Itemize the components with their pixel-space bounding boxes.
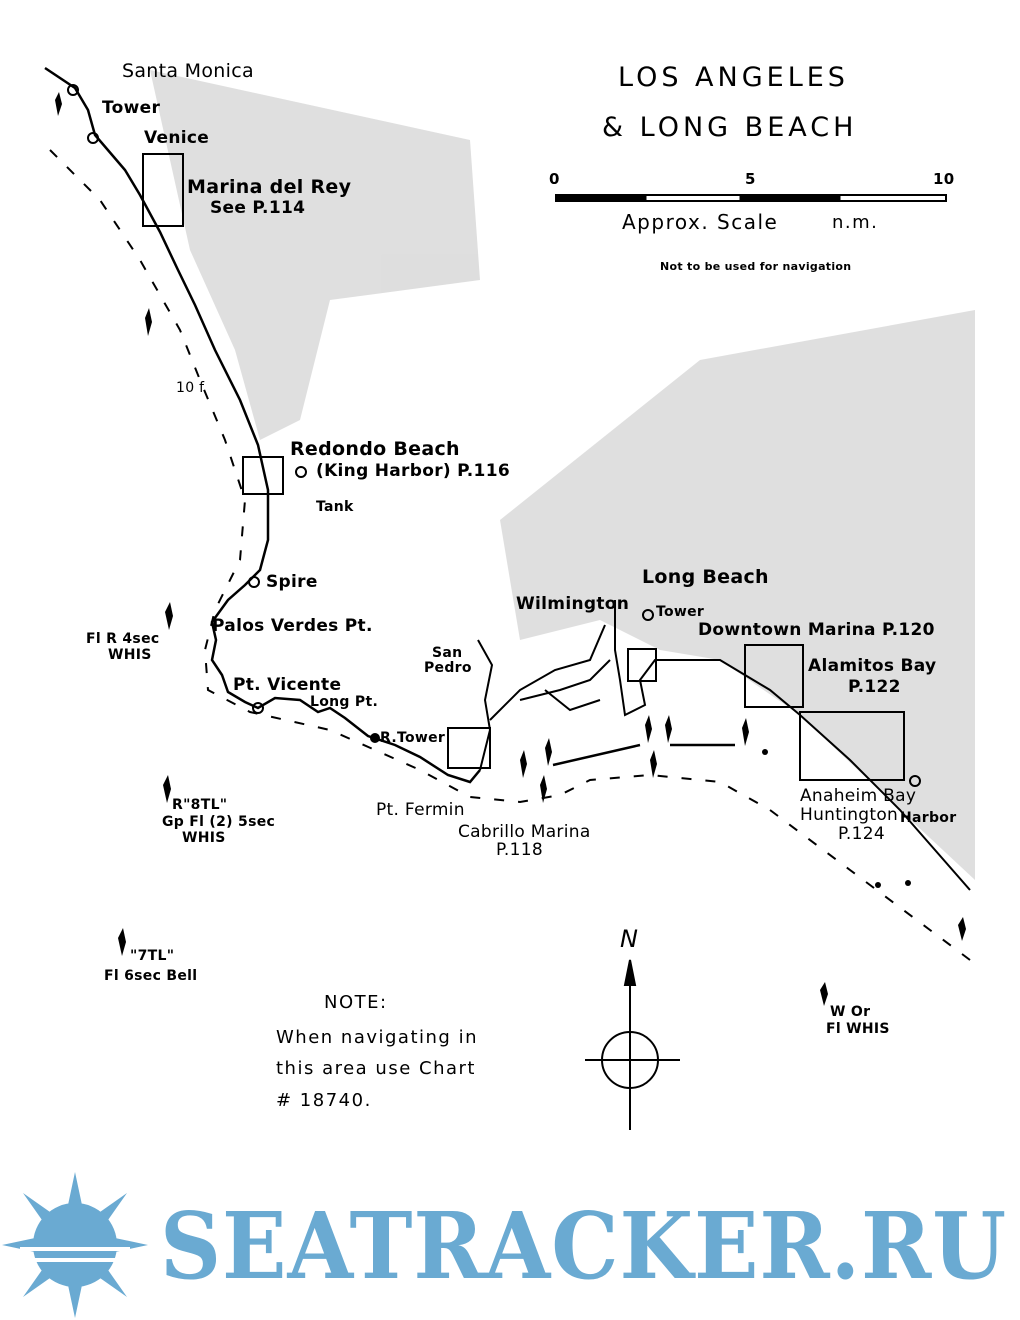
scale-bar	[555, 194, 947, 202]
label-san-pedro-2: Pedro	[424, 660, 472, 676]
label-redondo-beach: Redondo Beach	[290, 438, 460, 460]
label-buoy-8tl: R"8TL"	[172, 797, 228, 813]
label-marina-del-rey: Marina del Rey	[187, 176, 352, 198]
note-line-1: When navigating in	[276, 1027, 478, 1048]
inset-boxes	[142, 153, 905, 781]
label-cabrillo-marina: Cabrillo Marina	[458, 822, 591, 842]
land-shading	[150, 70, 975, 880]
scale-tick-5: 5	[745, 170, 756, 188]
label-tower-long-beach: Tower	[656, 604, 705, 620]
label-buoy-7tl: "7TL"	[130, 948, 175, 964]
label-san-pedro-1: San	[432, 645, 463, 661]
note-line-3: # 18740.	[276, 1090, 372, 1111]
scale-label: Approx. Scale	[622, 210, 779, 234]
label-wilmington: Wilmington	[516, 594, 630, 614]
label-buoy-wor: W Or	[830, 1004, 871, 1020]
scale-tick-10: 10	[933, 170, 955, 188]
label-pv-light: Fl R 4sec	[86, 631, 160, 647]
label-venice: Venice	[144, 128, 210, 148]
label-pv-whistle: WHIS	[108, 647, 152, 663]
compass-rose	[585, 959, 680, 1130]
label-cabrillo-marina-ref: P.118	[496, 840, 543, 860]
label-long-pt: Long Pt.	[310, 694, 379, 710]
depth-contour-10f	[49, 149, 971, 961]
label-tower-santa-monica: Tower	[102, 98, 161, 118]
label-king-harbor: (King Harbor) P.116	[316, 461, 510, 481]
label-tank: Tank	[316, 499, 354, 515]
watermark-sun-logo	[2, 1172, 148, 1318]
navigation-disclaimer: Not to be used for navigation	[660, 260, 852, 273]
compass-north-label: N	[620, 925, 639, 953]
coastline-harbor	[477, 600, 971, 891]
scale-tick-0: 0	[549, 170, 560, 188]
label-huntington: Huntington	[800, 805, 899, 825]
map-title-line2: & LONG BEACH	[602, 112, 858, 143]
label-depth-10f: 10 f	[176, 380, 205, 396]
label-santa-monica: Santa Monica	[122, 60, 254, 82]
note-line-2: this area use Chart	[276, 1058, 476, 1079]
buoy-icons	[55, 92, 966, 1006]
label-downtown-marina: Downtown Marina P.120	[698, 620, 935, 640]
watermark-text: SEATRACKER.RU	[160, 1192, 1008, 1300]
label-buoy-8tl-light: Gp Fl (2) 5sec	[162, 814, 276, 830]
map-title-line1: LOS ANGELES	[618, 62, 849, 93]
note-heading: NOTE:	[324, 992, 388, 1013]
breakwater	[552, 743, 735, 767]
label-alamitos-bay: Alamitos Bay	[808, 656, 937, 676]
label-palos-verdes-pt: Palos Verdes Pt.	[212, 616, 373, 636]
label-pt-fermin: Pt. Fermin	[376, 800, 465, 820]
label-alamitos-bay-ref: P.122	[848, 677, 901, 697]
label-huntington-ref: P.124	[838, 824, 885, 844]
label-pt-vicente: Pt. Vicente	[233, 675, 342, 695]
landmark-markers	[67, 84, 921, 787]
label-radio-tower: R.Tower	[380, 730, 446, 746]
scale-unit: n.m.	[832, 212, 879, 233]
label-spire: Spire	[266, 572, 318, 592]
label-buoy-wor-light: Fl WHIS	[826, 1021, 890, 1037]
label-buoy-8tl-whistle: WHIS	[182, 830, 226, 846]
label-buoy-7tl-light: Fl 6sec Bell	[104, 968, 198, 984]
label-harbor: Harbor	[900, 810, 957, 826]
label-anaheim-bay: Anaheim Bay	[800, 786, 917, 806]
label-long-beach: Long Beach	[642, 566, 769, 588]
label-marina-del-rey-ref: See P.114	[210, 198, 306, 218]
